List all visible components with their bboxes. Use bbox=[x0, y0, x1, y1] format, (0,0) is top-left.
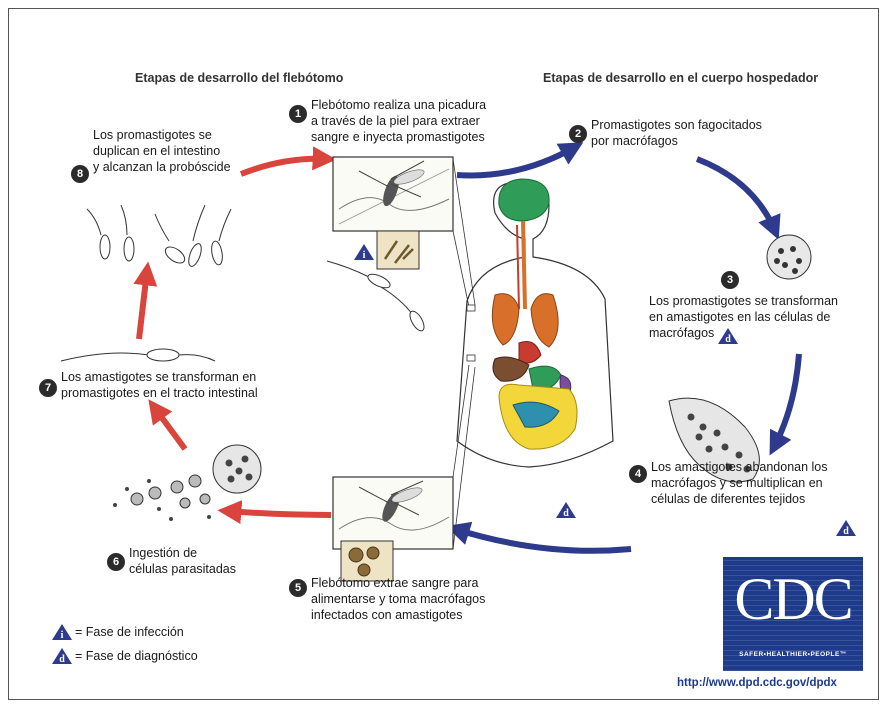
step-1-text: Flebótomo realiza una picadura a través … bbox=[311, 97, 486, 145]
human-body-illustration bbox=[457, 179, 613, 467]
logo-text: CDC bbox=[723, 569, 863, 629]
diagnostic-marker-icon: d bbox=[555, 501, 577, 519]
legend-infection-label: = Fase de infección bbox=[75, 624, 184, 640]
svg-text:d: d bbox=[843, 526, 849, 537]
arrow-8-to-1 bbox=[241, 159, 327, 174]
life-cycle-diagram: Etapas de desarrollo del flebótomo Etapa… bbox=[8, 8, 879, 700]
source-url: http://www.dpd.cdc.gov/dpdx bbox=[677, 677, 837, 689]
arrow-1-to-2 bbox=[457, 147, 575, 175]
infection-legend-icon: i bbox=[51, 623, 73, 641]
svg-text:d: d bbox=[59, 654, 65, 665]
arrow-5-to-6 bbox=[227, 511, 331, 515]
svg-text:i: i bbox=[363, 250, 366, 261]
step-8-text: Los promastigotes se duplican en el inte… bbox=[93, 127, 231, 175]
promastigote-pair-illustration bbox=[327, 261, 427, 333]
step-2-text: Promastigotes son fagocitados por macróf… bbox=[591, 117, 762, 149]
step-3-text: Los promastigotes se transforman en amas… bbox=[649, 293, 838, 341]
arrow-3-to-4 bbox=[774, 354, 799, 447]
step-1-number: 1 bbox=[289, 105, 307, 123]
diagnostic-marker-icon: d bbox=[717, 327, 739, 345]
diagnostic-legend-icon: d bbox=[51, 647, 73, 665]
macrophage-illustration bbox=[767, 235, 811, 279]
arrow-2-to-3 bbox=[697, 159, 775, 231]
svg-text:d: d bbox=[725, 334, 731, 345]
svg-text:i: i bbox=[61, 630, 64, 641]
logo-tagline: SAFER•HEALTHIER•PEOPLE™ bbox=[723, 651, 863, 658]
step-7-number: 7 bbox=[39, 379, 57, 397]
sandfly-feeding-illustration bbox=[333, 477, 453, 581]
step-5-text: Flebótomo extrae sangre para alimentarse… bbox=[311, 575, 485, 623]
step-7-text: Los amastigotes se transforman en promas… bbox=[61, 369, 258, 401]
step-6-number: 6 bbox=[107, 553, 125, 571]
cdc-logo: CDC SAFER•HEALTHIER•PEOPLE™ bbox=[723, 557, 863, 671]
legend-diagnostic-label: = Fase de diagnóstico bbox=[75, 648, 198, 664]
arrow-7-to-8 bbox=[139, 271, 147, 339]
step-4-text: Los amastigotes abandonan los macrófagos… bbox=[651, 459, 828, 507]
step-6-text: Ingestión de células parasitadas bbox=[129, 545, 236, 577]
transforming-amastigote-illustration bbox=[61, 349, 215, 361]
step-2-number: 2 bbox=[569, 125, 587, 143]
step-5-number: 5 bbox=[289, 579, 307, 597]
step-4-number: 4 bbox=[629, 465, 647, 483]
host-stages-heading: Etapas de desarrollo en el cuerpo hosped… bbox=[543, 71, 818, 85]
step-3-number: 3 bbox=[721, 271, 739, 289]
promastigotes-illustration bbox=[87, 205, 231, 268]
step-8-number: 8 bbox=[71, 165, 89, 183]
arrow-6-to-7 bbox=[154, 407, 185, 449]
svg-text:d: d bbox=[563, 508, 569, 519]
diagnostic-marker-icon: d bbox=[835, 519, 857, 537]
arrow-4-to-5 bbox=[455, 529, 631, 551]
infection-marker-icon: i bbox=[353, 243, 375, 261]
vector-stages-heading: Etapas de desarrollo del flebótomo bbox=[135, 71, 343, 85]
sandfly-bite-illustration bbox=[333, 157, 453, 269]
